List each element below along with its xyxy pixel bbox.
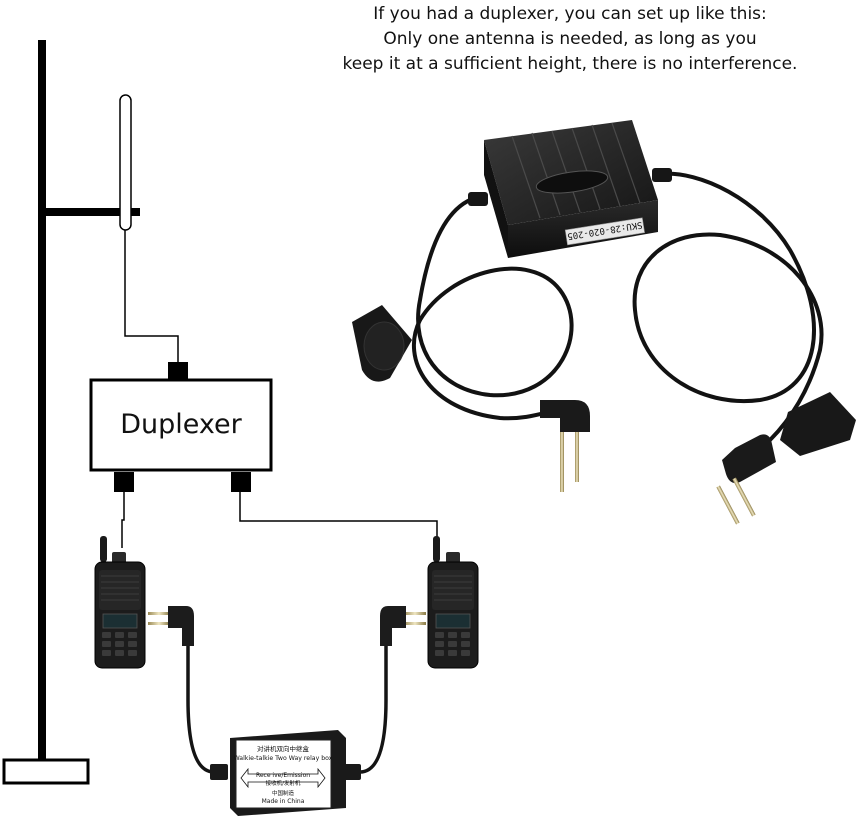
- duplexer-box: Duplexer: [89, 362, 273, 492]
- relay-box-title-cn: 对讲机双向中继盒: [257, 744, 310, 753]
- relay-origin-cn: 中国制造: [272, 789, 295, 797]
- duplexer-port-left: [114, 472, 134, 492]
- duplexer-port-right: [231, 472, 251, 492]
- relay-box-title-en: Walkie-talkie Two Way relay box: [234, 755, 333, 762]
- radio-screen: [102, 613, 138, 629]
- caption-line-1: If you had a duplexer, you can set up li…: [373, 4, 767, 24]
- relay-box: 对讲机双向中继盒 Walkie-talkie Two Way relay box…: [230, 730, 346, 816]
- product-photo: SKU:28-020-205: [352, 120, 856, 525]
- antenna-mast: [2, 40, 140, 785]
- walkie-talkie-right: [427, 536, 479, 669]
- caption: If you had a duplexer, you can set up li…: [290, 2, 850, 77]
- duplexer-antenna-port: [168, 362, 188, 381]
- relay-arrow-icon: [240, 767, 326, 789]
- walkie-talkie-left: [94, 536, 146, 669]
- relay-arrow-label-en: Rece ive/Emission: [256, 772, 310, 779]
- antenna-icon: [119, 94, 132, 231]
- caption-line-3: keep it at a sufficient height, there is…: [342, 54, 798, 74]
- relay-origin-en: Made in China: [262, 798, 305, 805]
- relay-arrow-label-cn: 接收机/发射机: [266, 779, 301, 787]
- plug-right: [380, 606, 426, 646]
- mast-base: [2, 758, 90, 785]
- caption-line-2: Only one antenna is needed, as long as y…: [383, 29, 757, 49]
- duplexer-label: Duplexer: [120, 409, 242, 440]
- feed-lines: [121, 230, 438, 548]
- radio-screen: [435, 613, 471, 629]
- plug-left: [148, 606, 194, 646]
